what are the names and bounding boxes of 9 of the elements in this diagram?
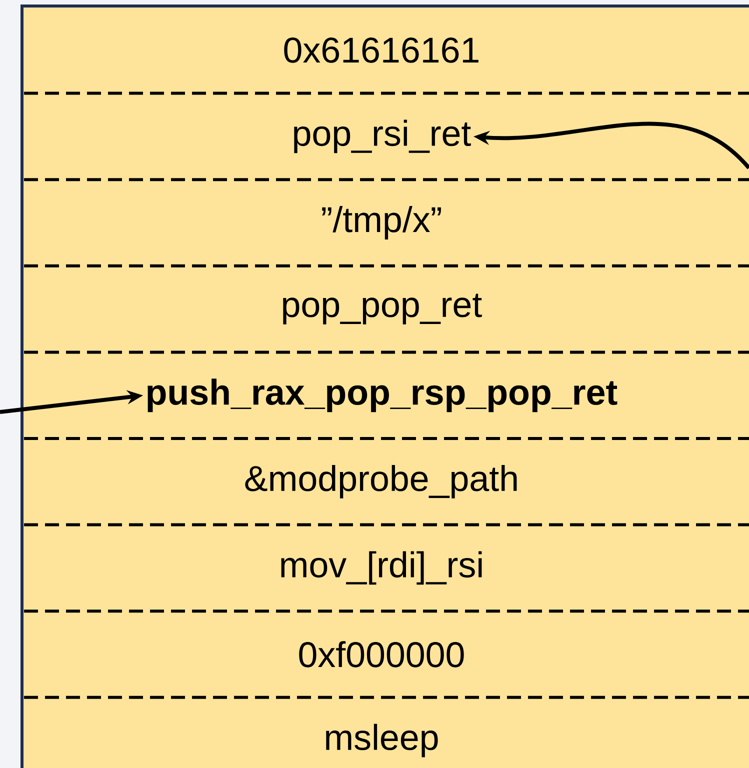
stack-cell: pop_rsi_ret — [294, 120, 471, 154]
stack-cell: ”/tmp/x” — [322, 206, 441, 240]
stack-cell: mov_[rdi]_rsi — [281, 551, 482, 585]
stack-cell: msleep — [326, 724, 438, 758]
stack-cell: pop_pop_ret — [283, 294, 482, 324]
stack-cell: push_rax_pop_rsp_pop_ret — [148, 378, 618, 412]
stack-cell: 0x61616161 — [284, 37, 478, 63]
stack-cell: 0xf000000 — [299, 641, 464, 668]
stack-cell: &modprobe_path — [245, 464, 517, 498]
